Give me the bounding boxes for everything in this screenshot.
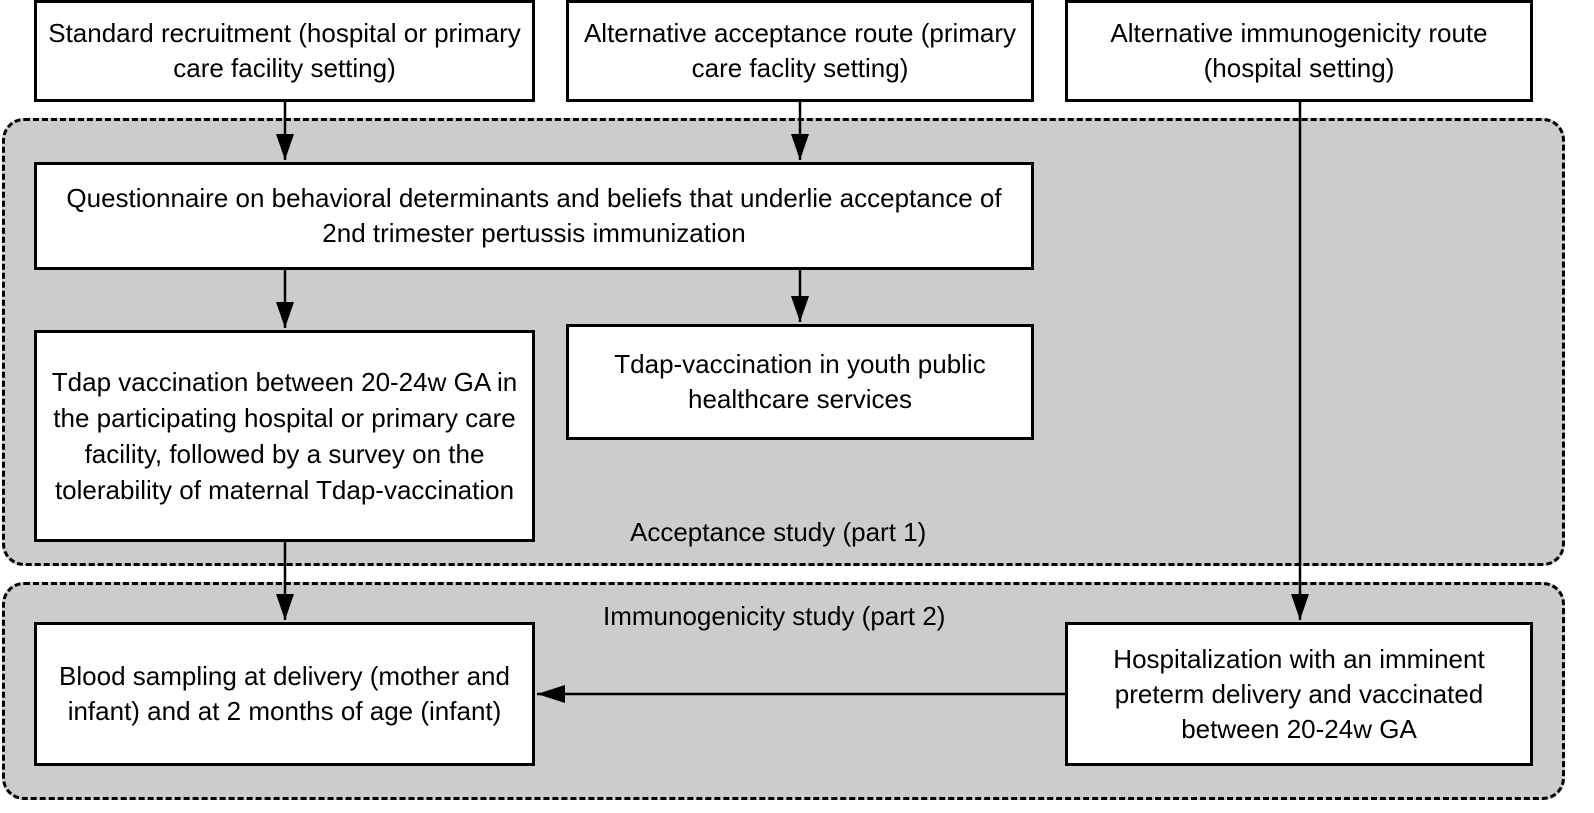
tdap-hospital-vaccination-text: Tdap vaccination between 20-24w GA in th…	[51, 367, 518, 505]
alternative-immunogenicity-route-text: Alternative immunogenicity route (hospit…	[1110, 18, 1488, 83]
alternative-immunogenicity-route-box: Alternative immunogenicity route (hospit…	[1065, 0, 1533, 102]
questionnaire-box: Questionnaire on behavioral determinants…	[34, 162, 1034, 270]
tdap-youth-services-text: Tdap-vaccination in youth public healthc…	[614, 349, 986, 414]
tdap-youth-services-box: Tdap-vaccination in youth public healthc…	[566, 324, 1034, 440]
immunogenicity-study-label: Immunogenicity study (part 2)	[603, 601, 946, 631]
blood-sampling-box: Blood sampling at delivery (mother and i…	[34, 622, 535, 766]
acceptance-study-label: Acceptance study (part 1)	[630, 517, 927, 547]
alternative-acceptance-route-box: Alternative acceptance route (primary ca…	[566, 0, 1034, 102]
blood-sampling-text: Blood sampling at delivery (mother and i…	[59, 661, 510, 726]
hospitalization-text: Hospitalization with an imminent preterm…	[1113, 643, 1485, 744]
standard-recruitment-box: Standard recruitment (hospital or primar…	[34, 0, 535, 102]
standard-recruitment-text: Standard recruitment (hospital or primar…	[48, 18, 521, 83]
questionnaire-text: Questionnaire on behavioral determinants…	[66, 183, 1002, 248]
alternative-acceptance-route-text: Alternative acceptance route (primary ca…	[583, 18, 1017, 83]
tdap-hospital-vaccination-box: Tdap vaccination between 20-24w GA in th…	[34, 330, 535, 542]
hospitalization-box: Hospitalization with an imminent preterm…	[1065, 622, 1533, 766]
